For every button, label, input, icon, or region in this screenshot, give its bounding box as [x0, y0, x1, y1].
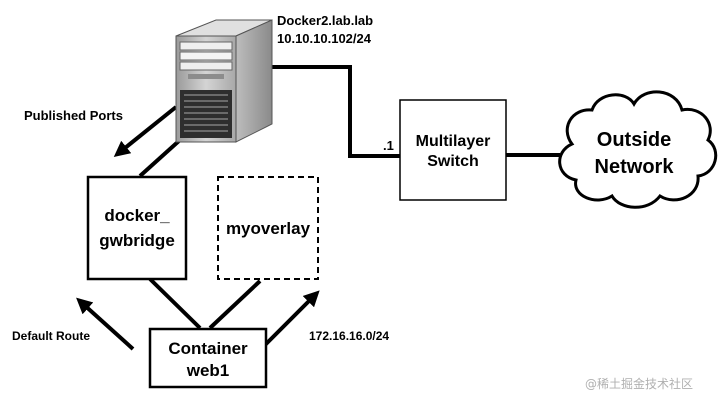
published-ports-label: Published Ports	[24, 108, 123, 123]
cloud-label-line1: Outside	[597, 129, 671, 151]
published-ports-arrow	[113, 105, 178, 158]
cloud-label-line2: Network	[595, 156, 675, 178]
multilayer-switch-box	[399, 99, 507, 201]
docker-gwbridge-box	[86, 175, 188, 281]
server-ip-address: 10.10.10.102/24	[277, 31, 372, 46]
subnet-label: 172.16.16.0/24	[309, 329, 389, 343]
switch-label-line1: Multilayer	[416, 133, 491, 150]
overlay-to-container-link	[208, 279, 262, 330]
bridge-label-line2: gwbridge	[99, 231, 175, 250]
watermark-text: @稀土掘金技术社区	[585, 376, 693, 391]
container-label-line2: web1	[186, 361, 230, 380]
server-to-bridge-link	[138, 138, 182, 178]
arrows	[76, 105, 320, 351]
outside-network-cloud	[558, 90, 718, 209]
overlay-label: myoverlay	[226, 219, 311, 238]
container-label-line1: Container	[168, 339, 248, 358]
switch-label-line2: Switch	[427, 153, 479, 170]
subnet-arrow	[263, 290, 320, 347]
default-route-arrow	[76, 297, 135, 351]
switch-port-label: .1	[383, 138, 394, 153]
bridge-to-container-link	[148, 277, 202, 330]
container-web1-box	[148, 327, 268, 389]
default-route-label: Default Route	[12, 329, 90, 343]
connection-lines	[138, 65, 560, 330]
bridge-label-line1: docker_	[104, 206, 170, 225]
server-tower-icon	[175, 19, 273, 143]
myoverlay-box	[217, 176, 319, 280]
server-to-switch-link	[272, 65, 400, 158]
server-hostname: Docker2.lab.lab	[277, 13, 373, 28]
